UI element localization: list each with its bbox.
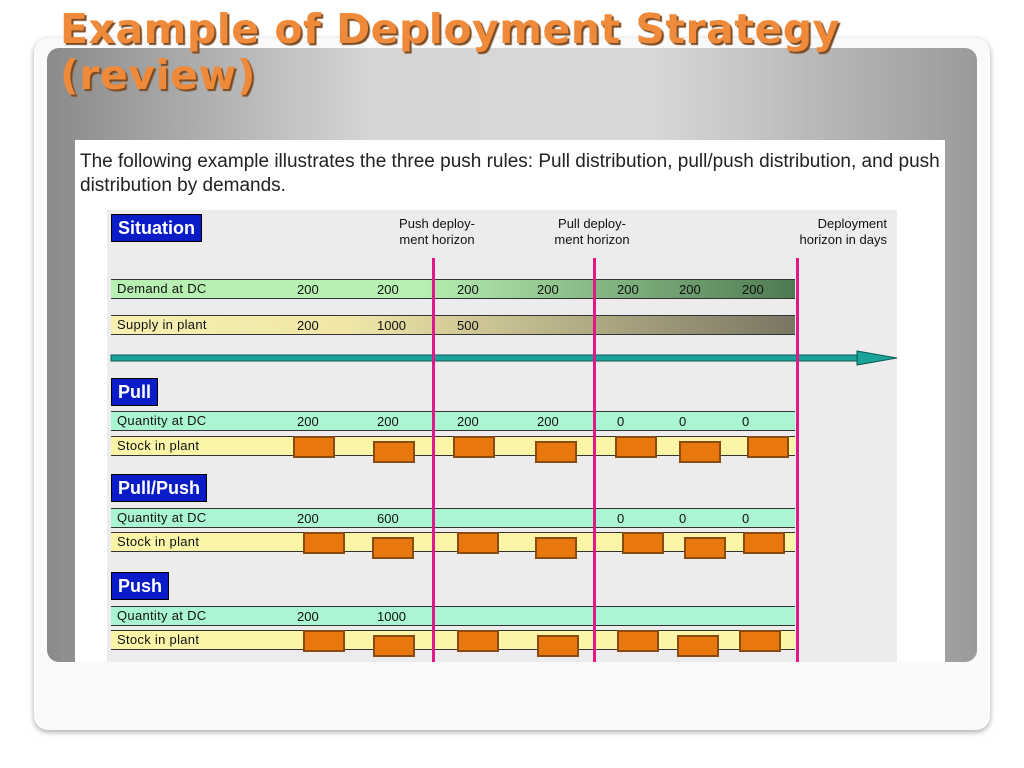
timeline-bar	[110, 354, 862, 362]
pull-stock-box	[615, 436, 657, 458]
pull-section-label: Pull	[111, 378, 159, 406]
demand-label: Demand at DC	[117, 281, 207, 296]
supply-value: 200	[297, 318, 319, 333]
push-horizon-line	[432, 258, 435, 662]
push-horizon-header-line2: ment horizon	[399, 232, 475, 247]
pullpush-quantity-value: 0	[679, 511, 687, 526]
demand-value: 200	[377, 282, 399, 297]
push-section-label: Push	[111, 572, 170, 600]
pull-stock-box	[747, 436, 789, 458]
pull-horizon-header-line1: Pull deploy-	[558, 216, 626, 231]
pull-quantity-row	[111, 411, 795, 431]
push-horizon-header: Push deploy- ment horizon	[357, 216, 517, 248]
timeline-arrow	[110, 350, 897, 366]
push-stock-label: Stock in plant	[117, 632, 200, 647]
demand-value: 200	[679, 282, 701, 297]
push-quantity-label: Quantity at DC	[117, 608, 207, 623]
pullpush-quantity-value: 0	[742, 511, 750, 526]
deployment-horizon-header: Deployment horizon in days	[727, 216, 887, 248]
push-stock-box	[373, 635, 415, 657]
pull-quantity-value: 200	[537, 414, 559, 429]
pullpush-quantity-row	[111, 508, 795, 528]
push-stock-box	[739, 630, 781, 652]
pull-stock-box	[293, 436, 335, 458]
deployment-diagram: Situation Push deploy- ment horizon Pull…	[107, 210, 897, 662]
pull-stock-box	[679, 441, 721, 463]
push-stock-box	[677, 635, 719, 657]
situation-label: Situation	[111, 214, 202, 242]
demand-value: 200	[742, 282, 764, 297]
pull-quantity-value: 200	[377, 414, 399, 429]
slide-title: Example of Deployment Strategy (review)	[60, 6, 840, 98]
demand-value: 200	[537, 282, 559, 297]
pullpush-section-label: Pull/Push	[111, 474, 208, 502]
intro-text: The following example illustrates the th…	[80, 151, 940, 196]
title-line-1: Example of Deployment Strategy	[60, 5, 840, 53]
pull-quantity-label: Quantity at DC	[117, 413, 207, 428]
pull-quantity-value: 0	[742, 414, 750, 429]
push-quantity-value: 200	[297, 609, 319, 624]
push-stock-box	[617, 630, 659, 652]
pull-horizon-line	[593, 258, 596, 662]
pull-stock-label: Stock in plant	[117, 438, 200, 453]
pullpush-stock-box	[535, 537, 577, 559]
pull-horizon-header: Pull deploy- ment horizon	[517, 216, 667, 248]
supply-label: Supply in plant	[117, 317, 207, 332]
push-quantity-value: 1000	[377, 609, 406, 624]
pull-horizon-header-line2: ment horizon	[554, 232, 630, 247]
supply-value: 500	[457, 318, 479, 333]
pullpush-stock-box	[372, 537, 414, 559]
pullpush-quantity-value: 200	[297, 511, 319, 526]
demand-row	[111, 279, 795, 299]
pullpush-quantity-value: 600	[377, 511, 399, 526]
push-horizon-header-line1: Push deploy-	[399, 216, 475, 231]
pull-stock-box	[453, 436, 495, 458]
push-quantity-row	[111, 606, 795, 626]
timeline-arrowhead	[856, 350, 897, 366]
pullpush-stock-box	[303, 532, 345, 554]
pull-quantity-value: 200	[297, 414, 319, 429]
demand-value: 200	[617, 282, 639, 297]
pullpush-stock-box	[457, 532, 499, 554]
supply-row	[111, 315, 795, 335]
pull-quantity-value: 200	[457, 414, 479, 429]
pullpush-quantity-label: Quantity at DC	[117, 510, 207, 525]
pullpush-stock-label: Stock in plant	[117, 534, 200, 549]
deployment-horizon-line	[796, 258, 799, 662]
pull-stock-box	[373, 441, 415, 463]
deployment-horizon-header-line2: horizon in days	[799, 232, 887, 247]
pull-quantity-value: 0	[679, 414, 687, 429]
push-stock-box	[457, 630, 499, 652]
supply-value: 1000	[377, 318, 406, 333]
title-line-2: (review)	[60, 51, 256, 99]
demand-value: 200	[457, 282, 479, 297]
pullpush-stock-box	[622, 532, 664, 554]
push-stock-box	[303, 630, 345, 652]
pullpush-stock-box	[743, 532, 785, 554]
deployment-horizon-header-line1: Deployment	[817, 216, 887, 231]
pull-quantity-value: 0	[617, 414, 625, 429]
demand-value: 200	[297, 282, 319, 297]
pullpush-stock-box	[684, 537, 726, 559]
pullpush-quantity-value: 0	[617, 511, 625, 526]
push-stock-box	[537, 635, 579, 657]
pull-stock-box	[535, 441, 577, 463]
